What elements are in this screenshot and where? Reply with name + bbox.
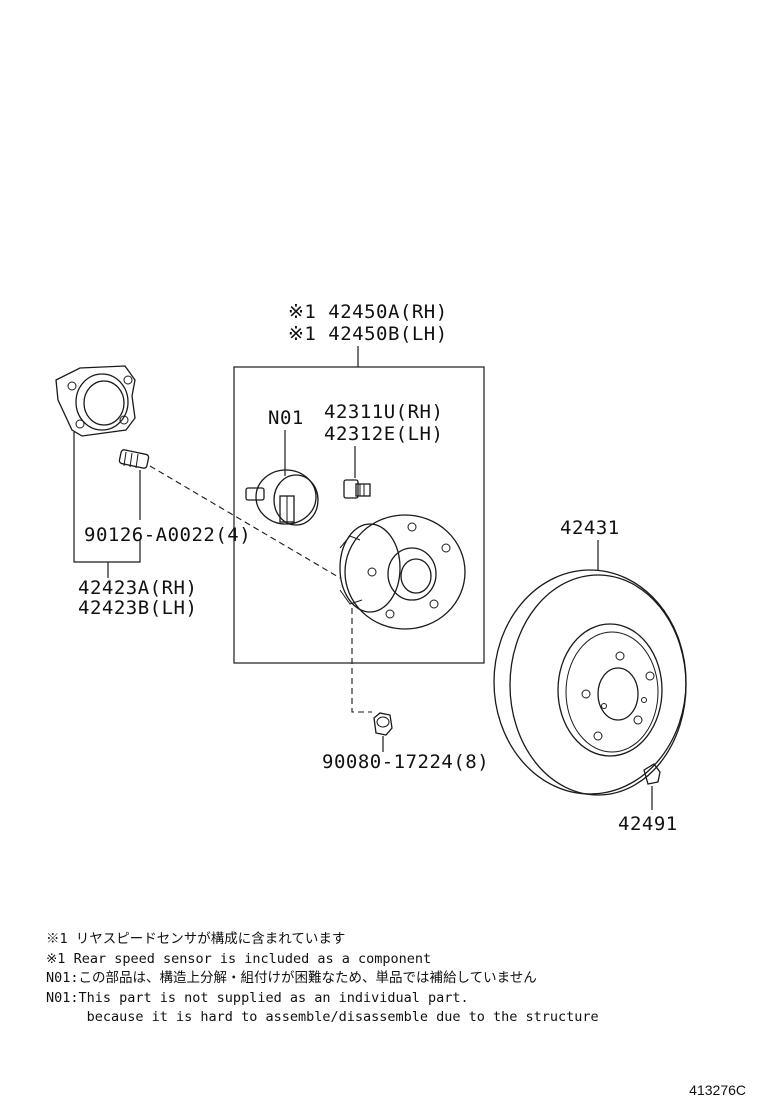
note-n01-ja: N01:この部品は、構造上分解・組付けが困難なため、単品では補給していません	[46, 970, 537, 986]
nut-dash-line	[351, 608, 372, 713]
disc-label[interactable]: 42431	[560, 517, 620, 539]
stud-label[interactable]: 90126-A0022(4)	[84, 524, 251, 546]
assembly-frame	[233, 366, 485, 664]
plate-bracket	[73, 432, 141, 563]
hub-bearing-part[interactable]	[339, 514, 466, 630]
plate-label-lh[interactable]: 42423B(LH)	[78, 597, 197, 619]
nut-label[interactable]: 90080-17224(8)	[322, 751, 489, 773]
speed-sensor-part[interactable]	[245, 469, 319, 526]
plate-label-rh[interactable]: 42423A(RH)	[78, 577, 197, 599]
hub-bolt-label-lh[interactable]: 42312E(LH)	[324, 423, 443, 445]
stud-bolt-part[interactable]	[118, 449, 150, 469]
hub-nut-part[interactable]	[373, 712, 393, 736]
stud-dash-line	[149, 465, 341, 579]
assembly-label-lh[interactable]: ※1 42450B(LH)	[288, 323, 448, 345]
note-n01-en-cont: because it is hard to assemble/disassemb…	[46, 1009, 599, 1025]
screw-label[interactable]: 42491	[618, 813, 678, 835]
hub-bolt-part[interactable]	[343, 479, 371, 499]
backing-plate-part[interactable]	[55, 365, 136, 437]
diagram-code: 413276C	[689, 1082, 746, 1098]
note-n01-en: N01:This part is not supplied as an indi…	[46, 989, 469, 1006]
note-1-en: ※1 Rear speed sensor is included as a co…	[46, 950, 432, 967]
n01-label[interactable]: N01	[268, 407, 304, 429]
note-1-ja: ※1 リヤスピードセンサが構成に含まれています	[46, 931, 346, 947]
disc-screw-part[interactable]	[643, 763, 661, 785]
hub-bolt-label-rh[interactable]: 42311U(RH)	[324, 401, 443, 423]
footnotes: ※1 リヤスピードセンサが構成に含まれています ※1 Rear speed se…	[46, 930, 746, 1028]
brake-disc-part[interactable]	[493, 569, 687, 796]
assembly-label-rh[interactable]: ※1 42450A(RH)	[288, 301, 448, 323]
